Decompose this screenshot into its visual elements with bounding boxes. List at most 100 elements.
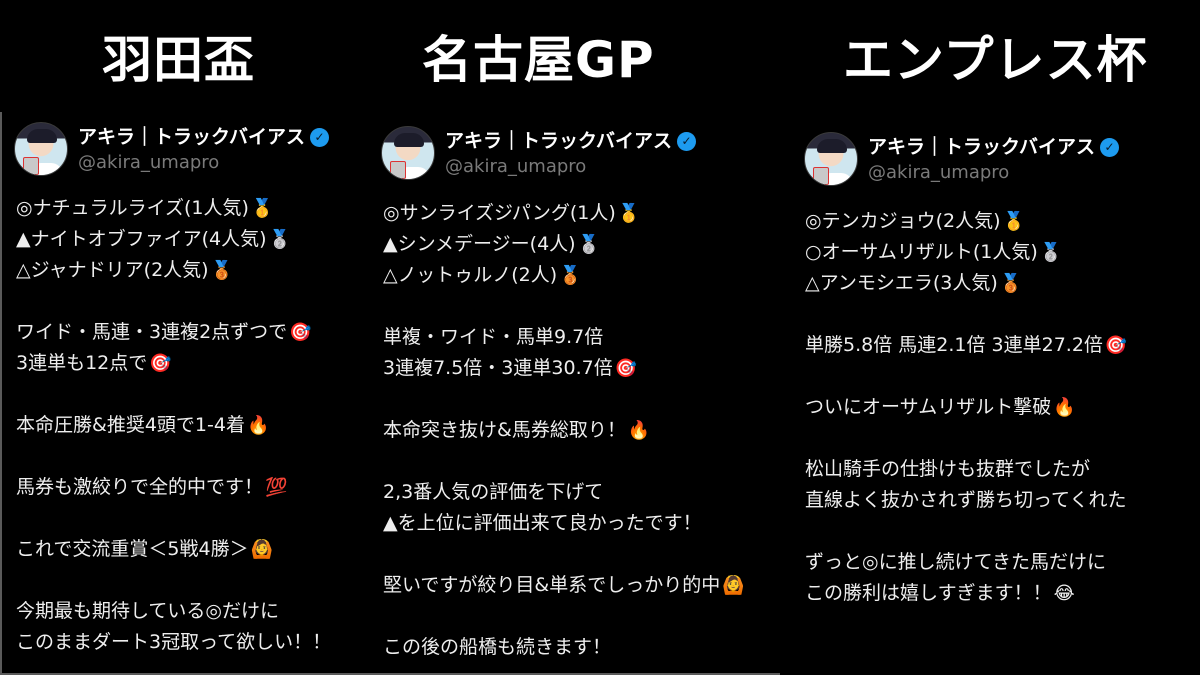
race-title-haneda: 羽田盃: [102, 31, 255, 89]
display-name[interactable]: アキラ｜トラックバイアス ✓: [868, 135, 1120, 159]
post-line-text: この勝利は嬉しすぎます！！: [805, 582, 1052, 604]
post-line: このままダート3冠取って欲しい！！: [16, 627, 331, 658]
post-line-text: △ノットゥルノ(2人): [383, 264, 558, 286]
post-line-text: 堅いですが絞り目&単系でしっかり的中: [383, 574, 721, 596]
verified-badge-icon: ✓: [1100, 137, 1120, 157]
post-line: ○オーサムリザルト(1人気)🥈: [805, 237, 1127, 268]
post-line: 単勝5.8倍 馬連2.1倍 3連単27.2倍🎯: [805, 330, 1127, 361]
post-line-text: ついにオーサムリザルト撃破: [805, 396, 1052, 418]
post-line: 2,3番人気の評価を下げて: [383, 477, 745, 508]
post-card-haneda: アキラ｜トラックバイアス ✓ @akira_umapro ◎ナチュラルライズ(1…: [0, 112, 372, 675]
post-line-text: ずっと◎に推し続けてきた馬だけに: [805, 551, 1107, 573]
post-line: ◎テンカジョウ(2人気)🥇: [805, 206, 1127, 237]
display-name[interactable]: アキラ｜トラックバイアス ✓: [78, 125, 330, 149]
post-line: ▲ナイトオブファイア(4人気)🥈: [16, 224, 331, 255]
post-line-text: 本命圧勝&推奨4頭で1-4着: [16, 414, 245, 436]
bronze-medal-icon: 🥉: [210, 260, 233, 281]
post-line-text: △アンモシエラ(3人気): [805, 272, 998, 294]
post-line: ◎ナチュラルライズ(1人気)🥇: [16, 193, 331, 224]
post-line: 本命圧勝&推奨4頭で1-4着🔥: [16, 410, 331, 441]
gold-medal-icon: 🥇: [1002, 211, 1025, 232]
line-gap: [805, 361, 1127, 392]
post-line: 馬券も激絞りで全的中です！💯: [16, 472, 331, 503]
post-line-text: △ジャナドリア(2人気): [16, 259, 209, 281]
gold-medal-icon: 🥇: [617, 203, 641, 224]
post-header: アキラ｜トラックバイアス ✓ @akira_umapro: [804, 132, 1120, 186]
hundred-points-icon: 💯: [265, 477, 288, 498]
line-gap: [805, 299, 1127, 330]
post-line-text: 直線よく抜かされず勝ち切ってくれた: [805, 489, 1127, 511]
post-line: 松山騎手の仕掛けも抜群でしたが: [805, 454, 1127, 485]
post-header: アキラ｜トラックバイアス ✓ @akira_umapro: [14, 122, 330, 176]
line-gap: [16, 379, 331, 410]
post-card-empress: アキラ｜トラックバイアス ✓ @akira_umapro ◎テンカジョウ(2人気…: [780, 112, 1200, 675]
avatar[interactable]: [804, 132, 858, 186]
post-line: ワイド・馬連・3連複2点ずつで🎯: [16, 317, 331, 348]
post-line: ▲を上位に評価出来て良かったです！: [383, 508, 745, 539]
verified-badge-icon: ✓: [310, 127, 330, 147]
post-line: 今期最も期待している◎だけに: [16, 596, 331, 627]
post-line-text: 馬券も激絞りで全的中です！: [16, 476, 264, 498]
fire-icon: 🔥: [627, 420, 651, 441]
post-line-text: このままダート3冠取って欲しい！！: [16, 631, 332, 653]
avatar[interactable]: [14, 122, 68, 176]
ok-gesture-icon: 🙆: [722, 575, 745, 596]
avatar[interactable]: [381, 126, 435, 180]
post-line: この勝利は嬉しすぎます！！😂: [805, 578, 1127, 609]
target-icon: 🎯: [149, 353, 172, 374]
post-line: この後の船橋も続きます！: [383, 632, 745, 663]
post-line-text: ◎サンライズジパング(1人): [383, 202, 616, 224]
user-handle[interactable]: @akira_umapro: [868, 162, 1010, 183]
bronze-medal-icon: 🥉: [999, 273, 1023, 294]
display-name[interactable]: アキラ｜トラックバイアス ✓: [445, 129, 697, 153]
line-gap: [383, 384, 745, 415]
post-body: ◎ナチュラルライズ(1人気)🥇▲ナイトオブファイア(4人気)🥈△ジャナドリア(2…: [16, 193, 331, 658]
post-line-text: 今期最も期待している◎だけに: [16, 600, 280, 622]
post-line-text: 松山騎手の仕掛けも抜群でしたが: [805, 458, 1091, 480]
post-body: ◎テンカジョウ(2人気)🥇○オーサムリザルト(1人気)🥈△アンモシエラ(3人気)…: [805, 206, 1127, 609]
post-line: ◎サンライズジパング(1人)🥇: [383, 198, 745, 229]
line-gap: [383, 291, 745, 322]
post-line: △ジャナドリア(2人気)🥉: [16, 255, 331, 286]
verified-badge-icon: ✓: [677, 131, 697, 151]
post-line: ついにオーサムリザルト撃破🔥: [805, 392, 1127, 423]
line-gap: [383, 539, 745, 570]
race-title-empress: エンプレス杯: [843, 31, 1148, 89]
post-line: ▲シンメデージー(4人)🥈: [383, 229, 745, 260]
fire-icon: 🔥: [1053, 397, 1076, 418]
bronze-medal-icon: 🥉: [559, 265, 582, 286]
target-icon: 🎯: [614, 358, 638, 379]
fire-icon: 🔥: [246, 415, 270, 436]
post-line-text: この後の船橋も続きます！: [383, 636, 612, 658]
post-line: 3連単も12点で🎯: [16, 348, 331, 379]
target-icon: 🎯: [1104, 335, 1128, 356]
line-gap: [16, 503, 331, 534]
line-gap: [383, 446, 745, 477]
ok-gesture-icon: 🙆: [250, 539, 274, 560]
gold-medal-icon: 🥇: [250, 198, 274, 219]
silver-medal-icon: 🥈: [577, 234, 600, 255]
user-handle[interactable]: @akira_umapro: [78, 152, 220, 173]
post-line: 3連複7.5倍・3連単30.7倍🎯: [383, 353, 745, 384]
post-line: これで交流重賞＜5戦4勝＞🙆: [16, 534, 331, 565]
post-card-nagoya-gp: アキラ｜トラックバイアス ✓ @akira_umapro ◎サンライズジパング(…: [372, 112, 780, 675]
post-line-text: ワイド・馬連・3連複2点ずつで: [16, 321, 288, 343]
post-line-text: 単複・ワイド・馬単9.7倍: [383, 326, 604, 348]
post-line-text: ○オーサムリザルト(1人気): [805, 241, 1038, 263]
race-title-nagoya-gp: 名古屋GP: [422, 31, 655, 89]
post-line: 単複・ワイド・馬単9.7倍: [383, 322, 745, 353]
post-line-text: ▲を上位に評価出来て良かったです！: [383, 512, 702, 534]
tears-of-joy-icon: 😂: [1053, 583, 1075, 604]
line-gap: [16, 441, 331, 472]
line-gap: [16, 286, 331, 317]
post-line-text: 3連複7.5倍・3連単30.7倍: [383, 357, 613, 379]
line-gap: [805, 423, 1127, 454]
user-handle[interactable]: @akira_umapro: [445, 156, 587, 177]
line-gap: [805, 516, 1127, 547]
silver-medal-icon: 🥈: [1039, 242, 1063, 263]
line-gap: [383, 601, 745, 632]
post-line-text: ▲シンメデージー(4人): [383, 233, 576, 255]
post-line: 本命突き抜け&馬券総取り！🔥: [383, 415, 745, 446]
post-line: △ノットゥルノ(2人)🥉: [383, 260, 745, 291]
